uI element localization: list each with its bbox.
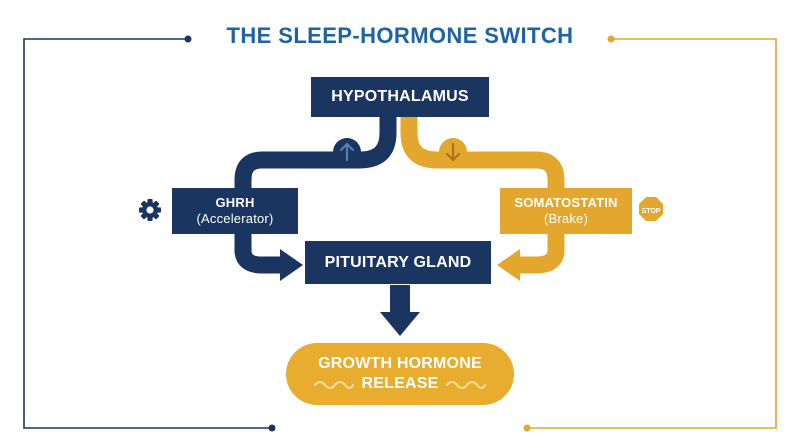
hypothalamus-box: HYPOTHALAMUS [311, 77, 489, 117]
stop-sign-label: STOP [642, 208, 661, 215]
ghrh-pathway [234, 117, 397, 274]
frame-right [523, 35, 777, 432]
gear-icon [139, 199, 161, 221]
growth-hormone-line2: RELEASE [361, 375, 439, 392]
ghrh-role: (Accelerator) [196, 211, 274, 226]
ghrh-label: GHRH [215, 195, 255, 210]
growth-hormone-line1: GROWTH HORMONE [318, 355, 482, 372]
arrow-up-icon [333, 138, 361, 166]
growth-hormone-release-pill: GROWTH HORMONE RELEASE [286, 343, 514, 405]
arrow-down-icon [439, 138, 467, 166]
diagram-title: THE SLEEP-HORMONE SWITCH [226, 23, 574, 48]
stop-sign-icon: STOP [639, 197, 663, 221]
pituitary-gland-box: PITUITARY GLAND [305, 241, 491, 284]
somatostatin-label: SOMATOSTATIN [514, 195, 618, 210]
somatostatin-pathway [400, 117, 565, 274]
somatostatin-arrowhead [497, 249, 520, 281]
ghrh-arrowhead [280, 249, 303, 281]
release-arrow [380, 285, 420, 336]
wave-left-icon [313, 381, 354, 389]
frame-left [23, 35, 276, 432]
ghrh-box: GHRH (Accelerator) [172, 188, 298, 234]
wave-right-icon [446, 381, 487, 389]
somatostatin-role: (Brake) [543, 211, 589, 226]
somatostatin-box: SOMATOSTATIN (Brake) [500, 188, 632, 234]
